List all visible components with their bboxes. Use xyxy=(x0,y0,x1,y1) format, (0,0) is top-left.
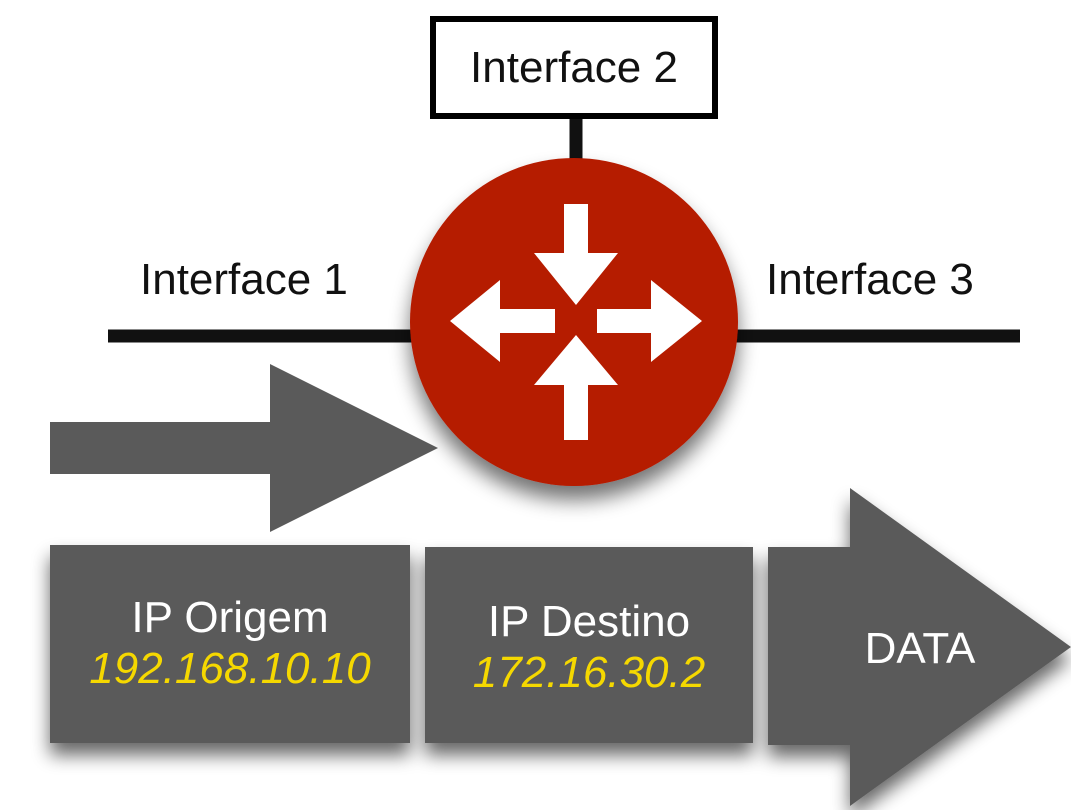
packet-field-destination-box xyxy=(425,547,753,743)
interface-1-label: Interface 1 xyxy=(140,255,348,304)
packet-field-data-arrow xyxy=(768,488,1071,806)
right-arrow-icon xyxy=(50,364,438,532)
destination-ip-value: 172.16.30.2 xyxy=(472,647,706,697)
router-arrows xyxy=(450,204,702,440)
arrow-down-icon xyxy=(534,204,618,305)
packet-field-source-box xyxy=(50,545,410,743)
interface-3-label: Interface 3 xyxy=(766,255,974,304)
interface-2-box: Interface 2 xyxy=(430,16,718,119)
packet-field-data: DATA xyxy=(820,624,1020,675)
destination-ip-label: IP Destino xyxy=(487,597,691,646)
arrow-left-icon xyxy=(450,280,555,362)
arrow-up-icon xyxy=(534,335,618,440)
packet-field-source: IP Origem 192.168.10.10 xyxy=(50,593,410,694)
interface-2-label: Interface 2 xyxy=(470,42,678,92)
source-ip-value: 192.168.10.10 xyxy=(89,643,371,693)
router-body xyxy=(410,158,738,486)
source-ip-label: IP Origem xyxy=(131,593,329,642)
data-label: DATA xyxy=(864,624,976,673)
arrow-right-icon xyxy=(597,280,702,362)
router-icon xyxy=(410,158,738,486)
packet-field-destination: IP Destino 172.16.30.2 xyxy=(425,597,753,698)
